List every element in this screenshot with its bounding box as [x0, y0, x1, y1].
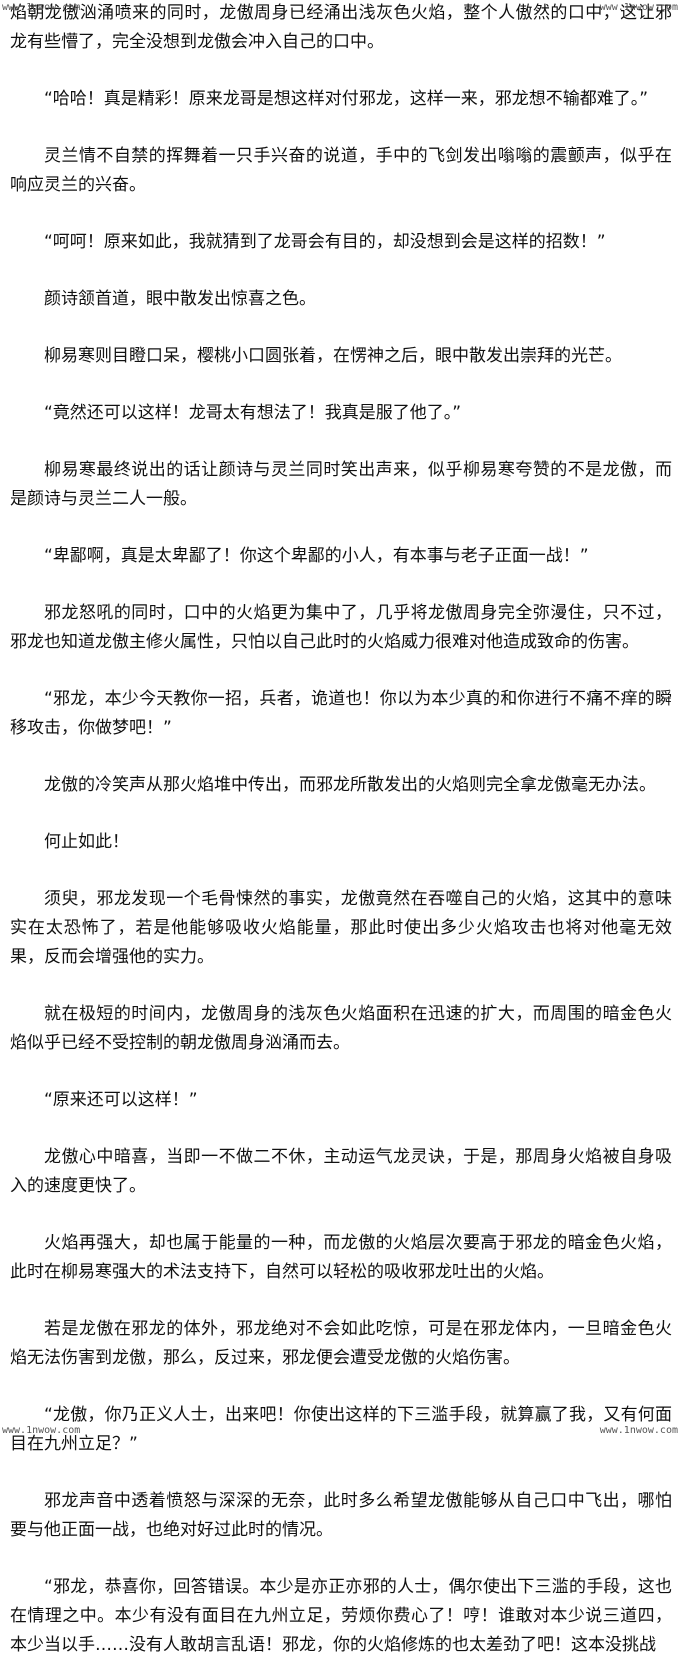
paragraph-17: 龙傲心中暗喜，当即一不做二不休，主动运气龙灵诀，于是，那周身火焰被自身吸入的速度… [10, 1147, 672, 1196]
paragraph-gap [10, 1058, 672, 1086]
paragraph-21: 邪龙声音中透着愤怒与深深的无奈，此时多么希望龙傲能够从自己口中飞出，哪怕要与他正… [10, 1491, 672, 1540]
paragraph-gap [10, 314, 672, 342]
paragraph-10: 邪龙怒吼的同时，口中的火焰更为集中了，几乎将龙傲周身完全弥漫住，只不过，邪龙也知… [10, 603, 672, 652]
paragraph-2: “哈哈！真是精彩！原来龙哥是想这样对付邪龙，这样一来，邪龙想不输都难了。” [44, 89, 649, 109]
paragraph-18: 火焰再强大，却也属于能量的一种，而龙傲的火焰层次要高于邪龙的暗金色火焰，此时在柳… [10, 1233, 672, 1282]
paragraph-7: “竟然还可以这样！龙哥太有想法了！我真是服了他了。” [44, 403, 462, 423]
paragraph-3: 灵兰情不自禁的挥舞着一只手兴奋的说道，手中的飞剑发出嗡嗡的震颤声，似乎在响应灵兰… [10, 146, 672, 195]
paragraph-9: “卑鄙啊，真是太卑鄙了！你这个卑鄙的小人，有本事与老子正面一战！” [44, 546, 589, 566]
paragraph-gap [10, 1373, 672, 1401]
paragraph-20: “龙傲，你乃正义人士，出来吧！你使出这样的下三滥手段，就算赢了我，又有何面目在九… [10, 1405, 672, 1454]
paragraph-gap [10, 114, 672, 142]
paragraph-1: 焰朝龙傲汹涌喷来的同时，龙傲周身已经涌出浅灰色火焰，整个人傲然的口中，这让邪龙有… [10, 3, 672, 52]
paragraph-15: 就在极短的时间内，龙傲周身的浅灰色火焰面积在迅速的扩大，而周围的暗金色火焰似乎已… [10, 1004, 672, 1053]
paragraph-gap [10, 200, 672, 228]
paragraph-14: 须臾，邪龙发现一个毛骨悚然的事实，龙傲竟然在吞噬自己的火焰，这其中的意味实在太恐… [10, 889, 672, 967]
paragraph-gap [10, 514, 672, 542]
paragraph-gap [10, 1201, 672, 1229]
paragraph-gap [10, 972, 672, 1000]
paragraph-gap [10, 657, 672, 685]
paragraph-16: “原来还可以这样！” [44, 1090, 198, 1110]
paragraph-8: 柳易寒最终说出的话让颜诗与灵兰同时笑出声来，似乎柳易寒夸赞的不是龙傲，而是颜诗与… [10, 460, 672, 509]
paragraph-gap [10, 800, 672, 828]
paragraph-gap [10, 371, 672, 399]
paragraph-gap [10, 1459, 672, 1487]
paragraph-gap [10, 571, 672, 599]
paragraph-19: 若是龙傲在邪龙的体外，邪龙绝对不会如此吃惊，可是在邪龙体内，一旦暗金色火焰无法伤… [10, 1319, 672, 1368]
article-body: 焰朝龙傲汹涌喷来的同时，龙傲周身已经涌出浅灰色火焰，整个人傲然的口中，这让邪龙有… [10, 3, 672, 1655]
paragraph-5: 颜诗颔首道，眼中散发出惊喜之色。 [44, 289, 316, 309]
paragraph-22: “邪龙，恭喜你，回答错误。本少是亦正亦邪的人士，偶尔使出下三滥的手段，这也在情理… [10, 1577, 672, 1655]
paragraph-gap [10, 428, 672, 456]
paragraph-gap [10, 1287, 672, 1315]
paragraph-gap [10, 857, 672, 885]
watermark-bottom-right: www.1nwow.com [599, 1425, 678, 1436]
paragraph-gap [10, 1115, 672, 1143]
watermark-bottom-left: www.1nwow.com [2, 1425, 81, 1436]
paragraph-gap [10, 57, 672, 85]
watermark-top-left: www.1nwow.com [2, 2, 81, 13]
paragraph-gap [10, 743, 672, 771]
paragraph-11: “邪龙，本少今天教你一招，兵者，诡道也！你以为本少真的和你进行不痛不痒的瞬移攻击… [10, 689, 672, 738]
paragraph-6: 柳易寒则目瞪口呆，樱桃小口圆张着，在愣神之后，眼中散发出崇拜的光芒。 [44, 346, 622, 366]
paragraph-gap [10, 1545, 672, 1573]
watermark-top-right: www.1nwow.com [599, 2, 678, 13]
paragraph-gap [10, 257, 672, 285]
paragraph-4: “呵呵！原来如此，我就猜到了龙哥会有目的，却没想到会是这样的招数！” [44, 232, 606, 252]
paragraph-12: 龙傲的冷笑声从那火焰堆中传出，而邪龙所散发出的火焰则完全拿龙傲毫无办法。 [44, 775, 656, 795]
paragraph-13: 何止如此！ [44, 832, 129, 852]
